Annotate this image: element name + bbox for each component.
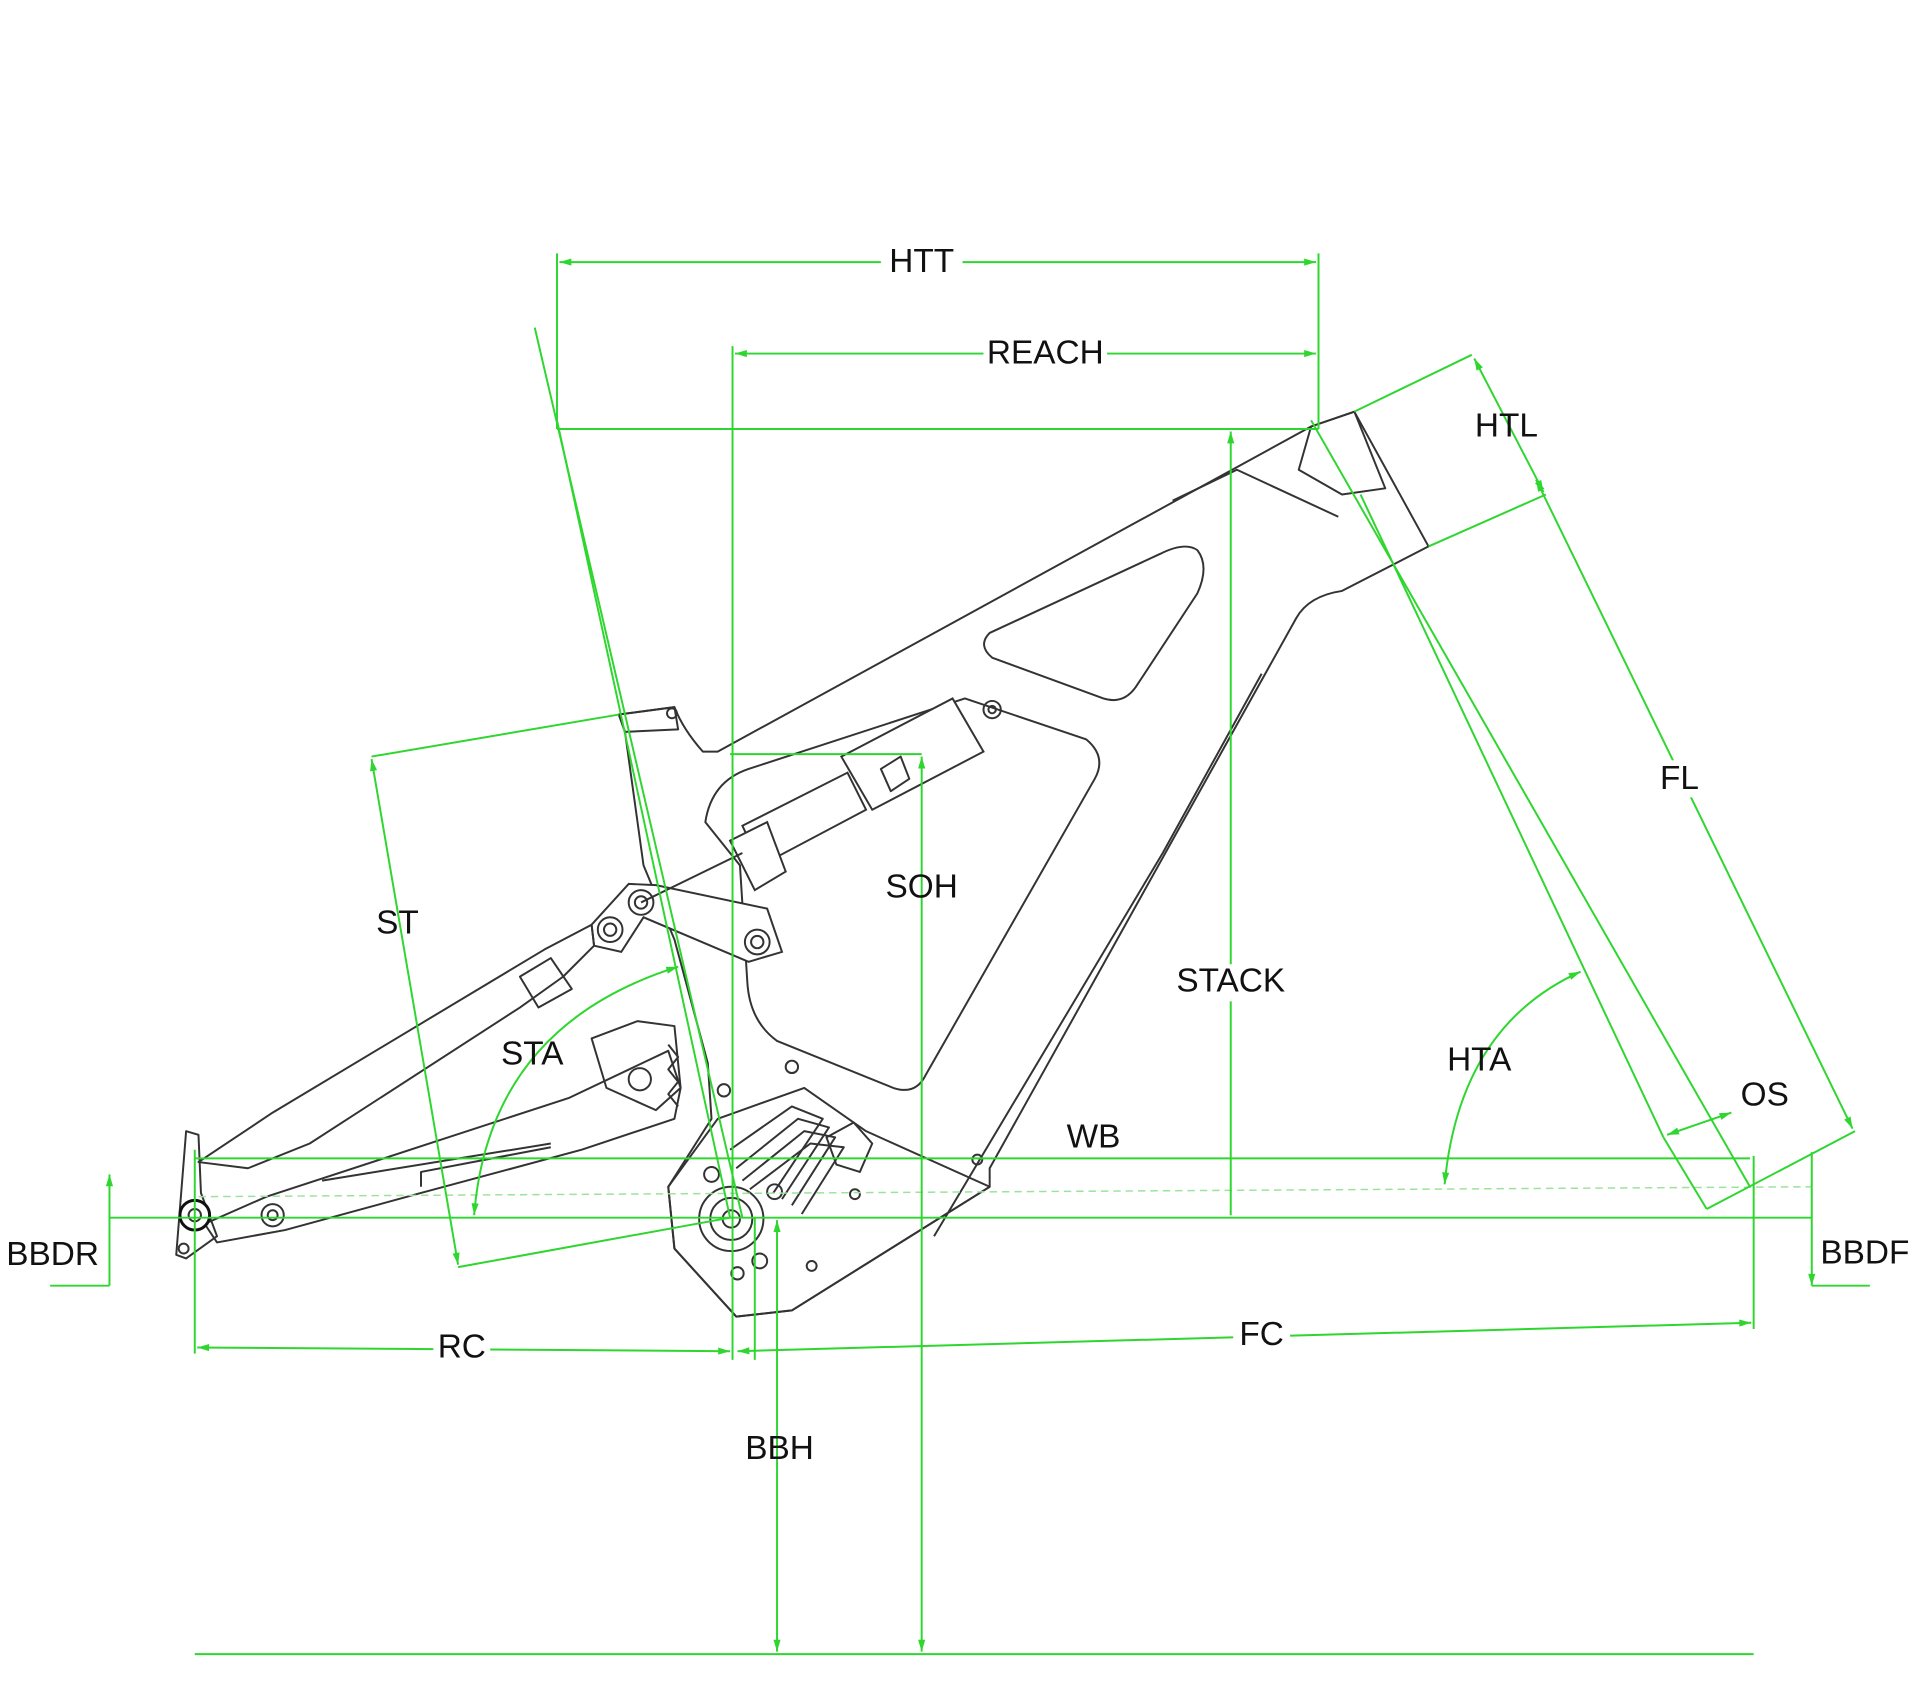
- label-os: OS: [1741, 1076, 1789, 1113]
- fl-dimension: [1535, 479, 1854, 1130]
- down-tube-edge: [933, 673, 1263, 1237]
- top-tube-lower-edge: [1172, 468, 1339, 518]
- motor-housing: [667, 1086, 991, 1318]
- label-st: ST: [376, 905, 419, 942]
- axle-dashed-line: [198, 1186, 1812, 1198]
- chainstay-pivot: [260, 1203, 285, 1228]
- label-fc: FC: [1239, 1316, 1283, 1353]
- label-hta: HTA: [1447, 1042, 1512, 1079]
- label-rc: RC: [438, 1329, 486, 1366]
- label-stack: STACK: [1176, 963, 1285, 1000]
- label-bbh: BBH: [745, 1430, 814, 1467]
- motor-bolt: [703, 1166, 720, 1183]
- bottom-bracket-mid: [709, 1196, 754, 1241]
- os-dimension: [1666, 1111, 1732, 1136]
- sta-arc: [471, 965, 679, 1216]
- rocker-link: [590, 852, 784, 963]
- label-htl: HTL: [1475, 408, 1538, 445]
- chain-stay-detail: [321, 1142, 551, 1187]
- motor-fins: [729, 1105, 845, 1215]
- label-reach: REACH: [987, 335, 1104, 372]
- motor-bolt: [716, 1083, 732, 1098]
- motor-bolt: [848, 1188, 861, 1201]
- st-dimension: [370, 758, 460, 1265]
- head-tube-inner: [1297, 410, 1387, 496]
- rear-dropout: [175, 1130, 219, 1260]
- label-wb: WB: [1067, 1118, 1121, 1155]
- front-window-lower: [704, 697, 1101, 1091]
- hta-arc: [1442, 970, 1581, 1185]
- motor-bolt: [971, 1153, 984, 1166]
- label-soh: SOH: [886, 869, 958, 906]
- chainring-cog: [627, 1067, 652, 1092]
- rear-shock: [728, 697, 1002, 892]
- motor-bolt: [730, 1266, 745, 1281]
- seat-collar-bolt: [666, 707, 678, 720]
- dimension-lines: [50, 253, 1870, 1656]
- bottom-bracket-outer: [698, 1185, 765, 1253]
- label-htt: HTT: [889, 243, 954, 280]
- htl-dimension: [1473, 358, 1545, 493]
- front-window-upper: [983, 545, 1205, 702]
- motor-bolt: [766, 1183, 783, 1201]
- dropout-hole: [177, 1242, 190, 1255]
- label-bbdr: BBDR: [6, 1236, 99, 1273]
- motor-bolt: [751, 1252, 769, 1270]
- dimension-labels: HTT REACH HTL FL ST SOH STACK STA HTA OS…: [6, 243, 1909, 1467]
- chainstay-pivot-inner: [266, 1209, 279, 1222]
- front-triangle-outline: [617, 410, 1430, 1318]
- label-fl: FL: [1660, 760, 1699, 797]
- label-sta: STA: [501, 1036, 564, 1073]
- motor-bolt: [805, 1259, 818, 1272]
- motor-bolt: [784, 1059, 800, 1075]
- label-bbdf: BBDF: [1820, 1235, 1909, 1272]
- seat-stay-detail: [518, 957, 573, 1009]
- frame-drawing: [175, 410, 1430, 1318]
